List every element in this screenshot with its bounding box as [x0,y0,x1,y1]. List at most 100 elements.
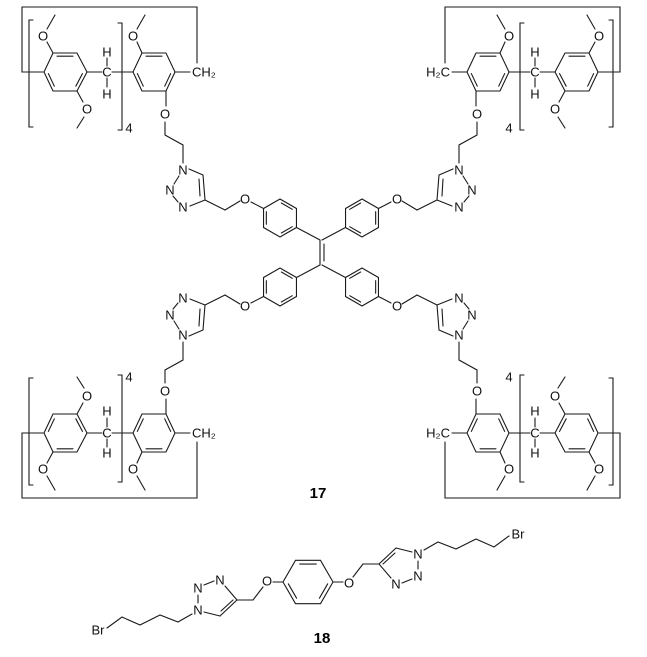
oxygen-atom: O [504,29,514,44]
bond [295,226,321,241]
repeat-bracket-right [519,374,525,483]
nitrogen-atom: N [215,573,224,588]
bond [378,547,397,565]
aromatic-inner-bond [287,583,298,599]
aromatic-inner-bond [349,271,362,279]
bond [136,41,143,54]
methyl-bond [496,14,506,30]
nitrogen-atom: N [193,603,202,618]
oxygen-atom: O [392,299,402,314]
aromatic-inner-bond [558,73,567,87]
aromatic-inner-bond [349,295,362,303]
oxygen-atom: O [550,389,560,404]
dimethoxybenzene-ring [466,413,510,453]
bond [203,611,221,617]
nitrogen-atom: N [178,163,187,178]
ethylene-linker-bond [458,121,478,164]
bond [436,304,440,331]
methylene-group: H₂C [426,426,450,441]
compound-17-label: 17 [310,485,327,502]
repeat-bracket-left [608,377,614,486]
bond [588,451,596,464]
bond [436,174,440,201]
nitrogen-atom: N [165,308,174,323]
bond [401,200,418,211]
bond [377,201,392,210]
bond [173,320,180,330]
methyl-bond [586,14,596,30]
dimethoxybenzene-ring [132,52,176,92]
oxygen-atom: O [392,192,402,207]
methyl-bond [496,475,506,491]
nitrogen-atom: N [454,163,463,178]
bond [202,174,206,201]
double-bond-inner [441,308,444,327]
methyl-bond [76,376,85,389]
hydrogen-atom: H [530,404,539,419]
bond [250,201,265,210]
methyl-bond [136,475,146,491]
bond [203,580,215,586]
repeat-bracket-right [117,374,123,483]
aromatic-inner-bond [587,73,595,87]
nitrogen-atom: N [454,200,463,215]
double-bond-inner [198,308,201,327]
repeat-count-label: 4 [505,121,512,136]
aromatic-inner-bond [164,418,172,432]
dimethoxybenzene-ring [554,52,599,92]
double-bond-inner [441,178,444,197]
aromatic-inner-bond [75,73,84,87]
repeat-count-label: 4 [125,370,132,385]
oxygen-atom: O [240,299,250,314]
bond [46,41,54,54]
bond [250,295,265,304]
bond [395,547,413,553]
dimethoxybenzene-ring [132,413,176,453]
bond [204,294,226,306]
oxygen-atom: O [82,389,92,404]
ethylene-linker-bond [164,341,184,384]
bond [436,199,453,207]
bond [588,41,596,54]
aromatic-inner-bond [318,583,329,599]
aromatic-inner-bond [280,226,293,234]
oxygen-atom: O [472,107,482,122]
hydrogen-atom: H [102,45,111,60]
repeat-bracket-left [28,19,34,128]
carbon-atom: C [530,426,539,441]
dimethoxybenzene-ring [554,413,599,453]
bond [438,329,454,337]
aromatic-inner-bond [349,202,362,210]
phenyl-ring [262,267,298,307]
bond [188,168,204,176]
oxygen-atom: O [240,192,250,207]
bond [438,168,454,176]
dimethoxybenzene-ring [466,52,510,92]
oxygen-atom: O [504,462,514,477]
phenyl-ring [262,198,298,238]
double-bond-inner [198,178,201,197]
nitrogen-atom: N [413,569,422,584]
oxygen-atom: O [550,102,560,117]
methyl-bond [76,116,85,129]
carbon-atom: C [102,426,111,441]
oxygen-atom: O [594,462,604,477]
oxygen-atom: O [38,462,48,477]
hydrogen-atom: H [530,45,539,60]
repeat-count-label: 4 [505,370,512,385]
aromatic-inner-bond [498,73,506,87]
bond [224,585,238,601]
aromatic-inner-bond [587,418,595,432]
aromatic-inner-bond [136,73,144,87]
nitrogen-atom: N [178,291,187,306]
bond [136,451,143,464]
methylene-group: H₂C [426,65,450,80]
butyl-chain-bond [106,613,193,629]
nitrogen-atom: N [467,308,476,323]
methyl-bond [136,14,146,30]
bond [224,294,241,305]
bond [378,563,392,579]
